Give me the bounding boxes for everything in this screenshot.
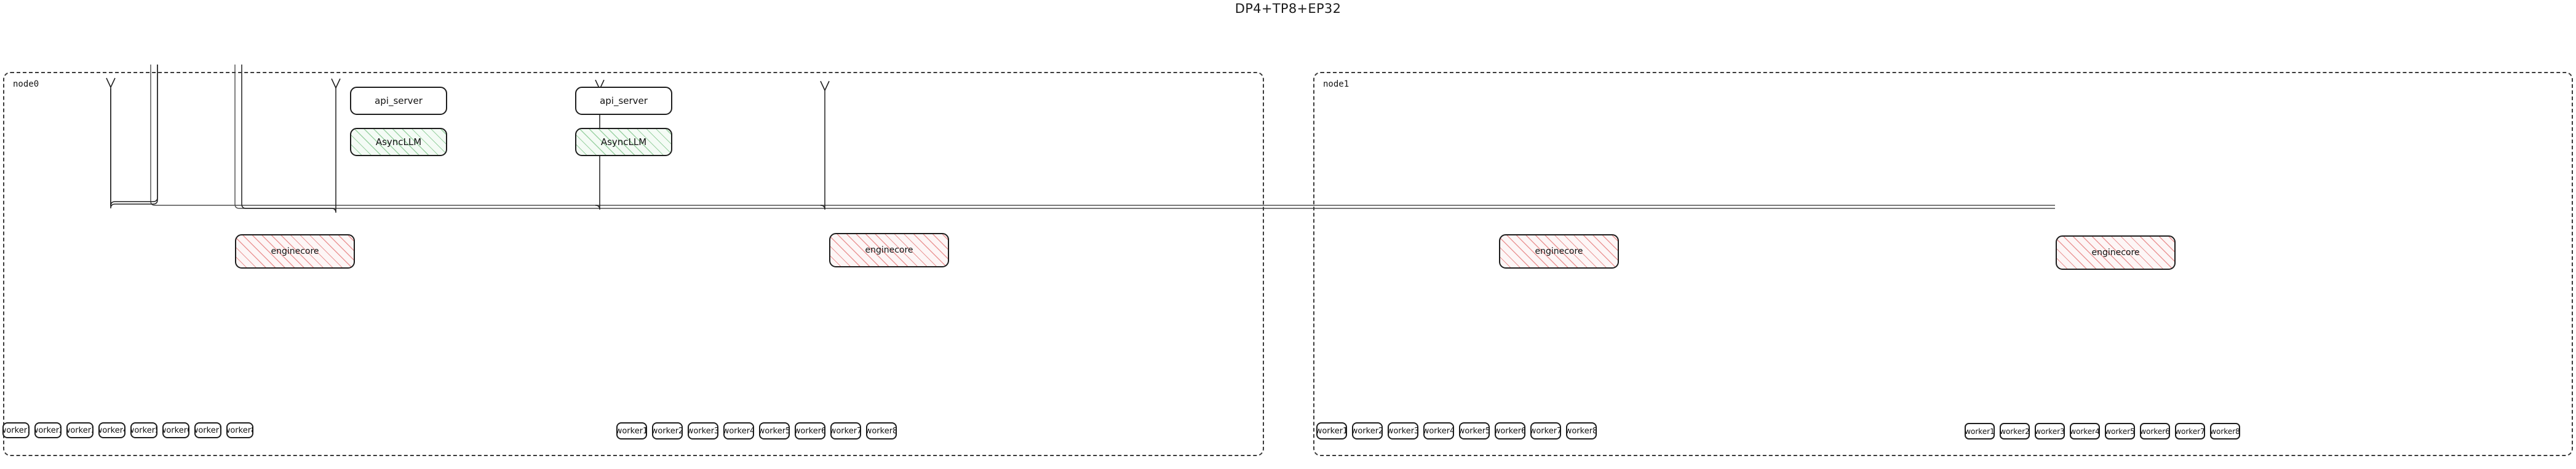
worker-box[interactable]: worker1 — [1316, 422, 1347, 439]
worker-box[interactable]: worker2 — [2000, 423, 2030, 439]
worker-box[interactable]: worker5 — [759, 422, 790, 439]
worker-box[interactable]: worker3 — [66, 422, 93, 438]
worker-box[interactable]: worker5 — [1459, 422, 1490, 439]
api-server-box[interactable]: api_server — [575, 87, 672, 115]
async-llm-box[interactable]: AsyncLLM — [575, 128, 672, 156]
enginecore-box[interactable]: enginecore — [235, 234, 355, 269]
worker-box[interactable]: worker8 — [226, 422, 253, 438]
worker-box[interactable]: worker1 — [1965, 423, 1995, 439]
page-title: DP4+TP8+EP32 — [1234, 1, 1342, 16]
worker-box[interactable]: worker4 — [98, 422, 125, 438]
worker-box[interactable]: worker6 — [795, 422, 825, 439]
worker-box[interactable]: worker2 — [1352, 422, 1383, 439]
enginecore-box[interactable]: enginecore — [2056, 235, 2176, 270]
worker-box[interactable]: worker3 — [2035, 423, 2065, 439]
worker-box[interactable]: worker6 — [162, 422, 189, 438]
worker-box[interactable]: worker6 — [1495, 422, 1525, 439]
enginecore-box[interactable]: enginecore — [1499, 234, 1619, 269]
worker-box[interactable]: worker1 — [2, 422, 30, 438]
worker-box[interactable]: worker5 — [2105, 423, 2135, 439]
worker-box[interactable]: worker7 — [1530, 422, 1561, 439]
worker-box[interactable]: worker7 — [194, 422, 221, 438]
worker-row: worker1 worker2 worker3 worker4 worker5 worke… — [616, 422, 897, 439]
api-server-box[interactable]: api_server — [350, 87, 447, 115]
worker-box[interactable]: worker8 — [866, 422, 897, 439]
worker-box[interactable]: worker4 — [2070, 423, 2100, 439]
async-llm-box[interactable]: AsyncLLM — [350, 128, 447, 156]
worker-box[interactable]: worker7 — [830, 422, 861, 439]
worker-box[interactable]: worker3 — [1388, 422, 1418, 439]
worker-box[interactable]: worker8 — [2210, 423, 2240, 439]
node-label: node1 — [1323, 79, 1350, 89]
worker-box[interactable]: worker2 — [34, 422, 62, 438]
node-container-node1: node1 — [1313, 72, 2573, 456]
worker-box[interactable]: worker2 — [652, 422, 683, 439]
worker-box[interactable]: worker3 — [688, 422, 718, 439]
enginecore-box[interactable]: enginecore — [829, 233, 949, 267]
worker-box[interactable]: worker6 — [2140, 423, 2170, 439]
worker-box[interactable]: worker1 — [616, 422, 647, 439]
node-container-node0: node0 — [3, 72, 1264, 456]
worker-row: worker1 worker2 worker3 worker4 worker5 worke… — [1965, 423, 2240, 439]
worker-box[interactable]: worker8 — [1566, 422, 1597, 439]
node-label: node0 — [13, 79, 39, 89]
worker-box[interactable]: worker7 — [2175, 423, 2205, 439]
worker-row: worker1 worker2 worker3 worker4 worker5 worke… — [1316, 422, 1597, 439]
worker-box[interactable]: worker4 — [1423, 422, 1454, 439]
worker-box[interactable]: worker4 — [723, 422, 754, 439]
worker-box[interactable]: worker5 — [130, 422, 157, 438]
